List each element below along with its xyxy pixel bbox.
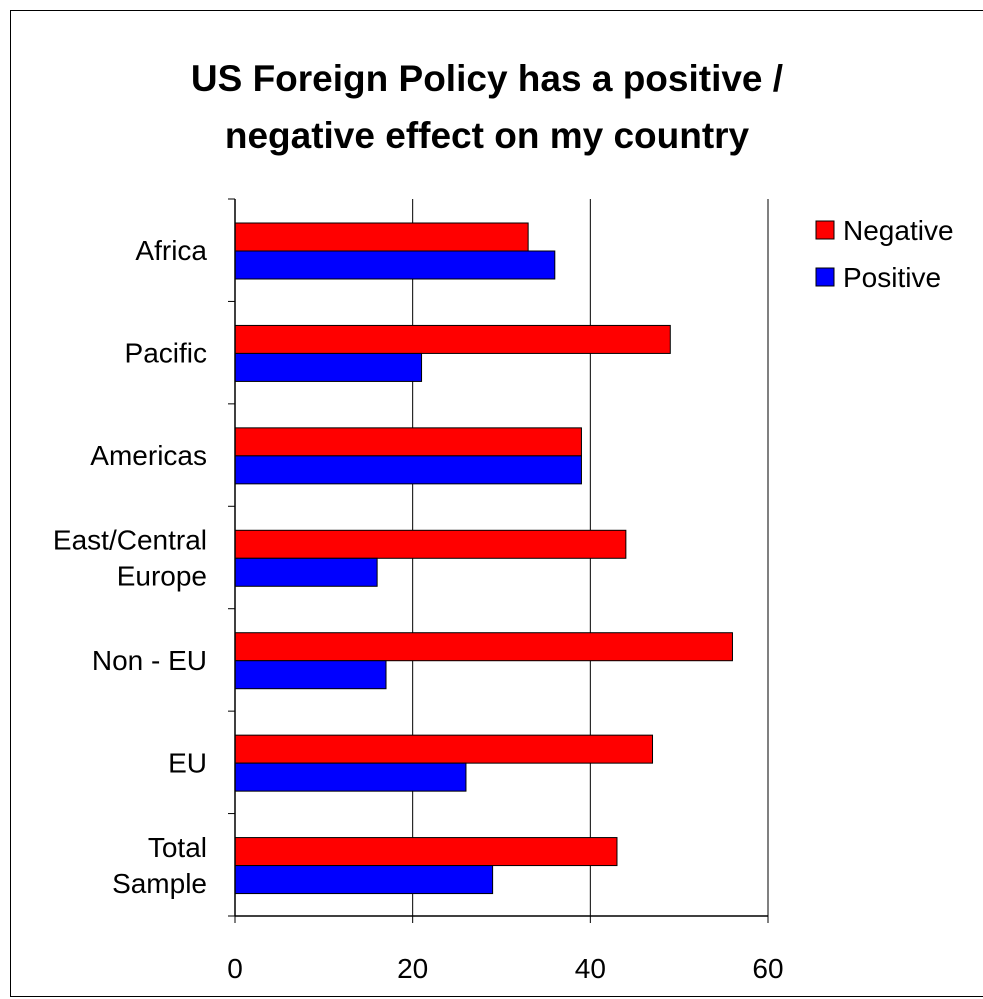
x-tick-label: 0 [227, 953, 243, 984]
x-tick-label: 60 [752, 953, 783, 984]
legend-label: Positive [843, 262, 941, 293]
category-label: Non - EU [92, 645, 207, 676]
bar-positive [234, 762, 467, 792]
bar-negative [234, 427, 582, 457]
x-tick-label: 40 [575, 953, 606, 984]
chart-title: US Foreign Policy has a positive / negati… [191, 58, 783, 156]
category-label: Total [148, 832, 207, 863]
category-label: EU [168, 747, 207, 778]
plot-area: 0 20 40 60 AfricaPacificAmericasEast/Central… [53, 198, 784, 984]
category-label: East/Central [53, 525, 207, 556]
bar-negative [234, 734, 654, 764]
bar-positive [234, 455, 582, 485]
legend-label: Negative [843, 215, 954, 246]
category-label: Americas [90, 440, 207, 471]
bar-negative [234, 632, 733, 662]
category-label: Africa [135, 235, 207, 266]
category-label: Europe [117, 561, 207, 592]
bar-positive [234, 250, 556, 280]
chart-title-line: US Foreign Policy has a positive / [191, 58, 783, 99]
bar-positive [234, 660, 387, 690]
bar-negative [234, 837, 618, 867]
chart-frame: US Foreign Policy has a positive / negati… [10, 10, 983, 997]
legend-swatch-negative [815, 220, 835, 240]
bar-positive [234, 557, 378, 587]
bar-negative [234, 324, 671, 354]
x-tick-label: 20 [397, 953, 428, 984]
bar-positive [234, 352, 423, 382]
category-label: Sample [112, 868, 207, 899]
legend-swatch-positive [815, 267, 835, 287]
bar-positive [234, 865, 494, 895]
bar-negative [234, 529, 627, 559]
category-label: Pacific [125, 338, 207, 369]
chart-title-line: negative effect on my country [225, 115, 750, 156]
bar-chart: US Foreign Policy has a positive / negati… [53, 58, 954, 984]
bar-negative [234, 222, 529, 252]
